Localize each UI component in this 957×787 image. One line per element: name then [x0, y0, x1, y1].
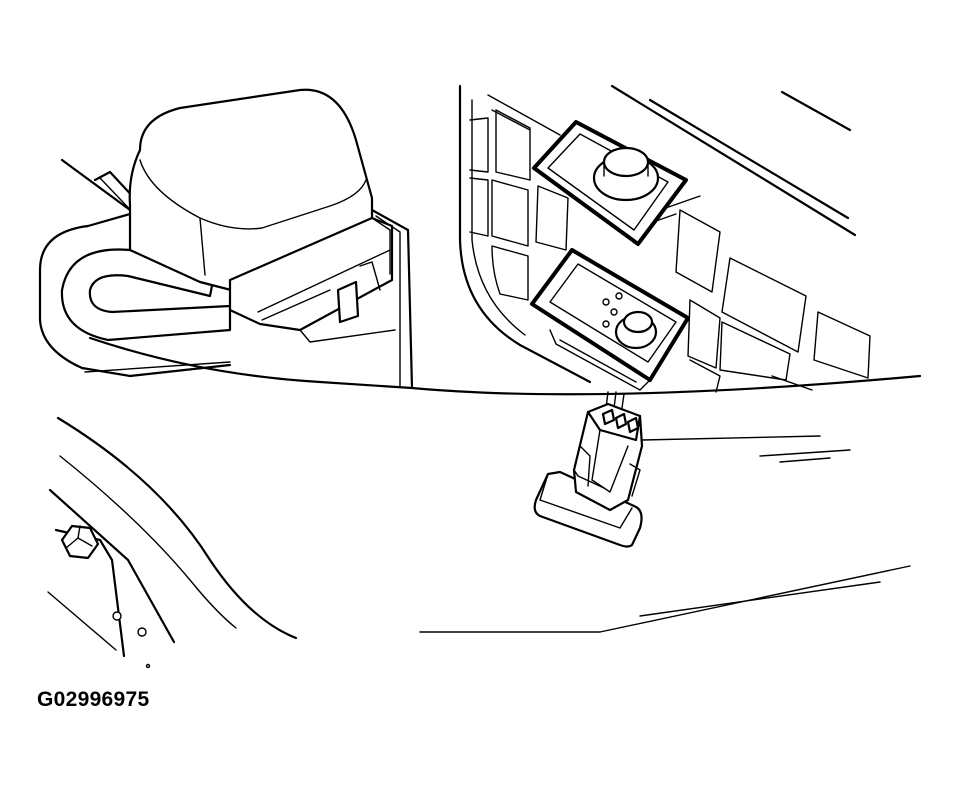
reservoir-assembly: [38, 88, 414, 390]
lower-trim: [47, 416, 911, 669]
grille-panel: [458, 84, 871, 393]
lower-switch: [530, 248, 690, 391]
figure-identifier: G02996975: [37, 688, 150, 711]
electrical-connector: [533, 391, 644, 548]
upper-switch: [532, 120, 688, 246]
mounting-bolt: [60, 524, 100, 560]
dash-contour: [88, 336, 922, 396]
